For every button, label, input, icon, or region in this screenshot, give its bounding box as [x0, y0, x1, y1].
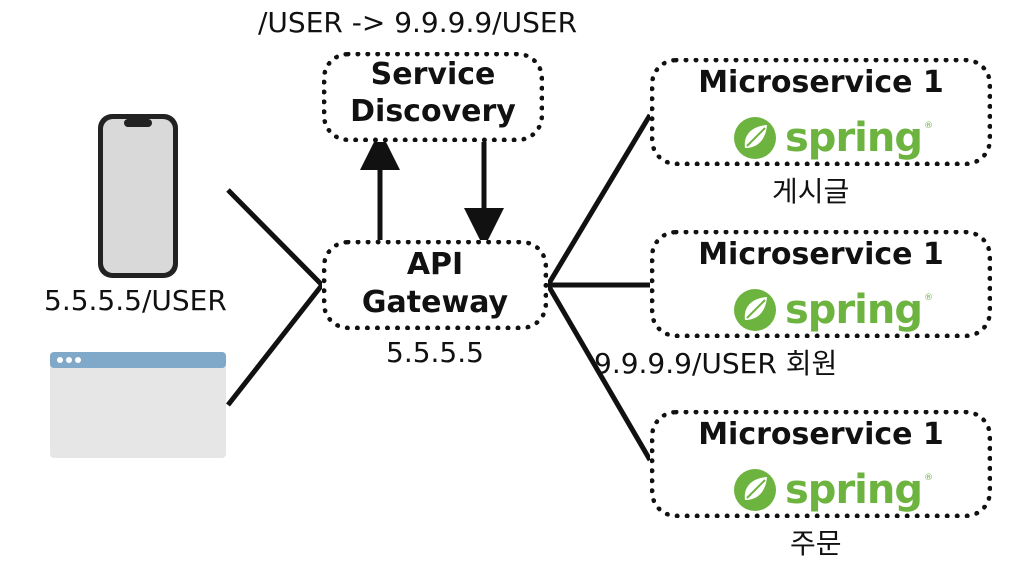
api-gateway-line2: Gateway — [361, 285, 509, 320]
spring-logo: spring® — [733, 115, 933, 161]
browser-to-gateway-line — [226, 283, 324, 407]
client-request-label: 5.5.5.5/USER — [44, 284, 227, 317]
spring-leaf-icon — [734, 289, 776, 331]
spring-logo: spring® — [733, 467, 933, 513]
service-discovery-line1: Service — [370, 57, 496, 92]
phone-to-gateway-line — [226, 188, 324, 287]
service-discovery-box: Service Discovery — [322, 52, 544, 142]
spring-wordmark: spring — [785, 115, 923, 161]
route-annotation: /USER -> 9.9.9.9/USER — [258, 6, 578, 39]
microservice-caption: 게시글 — [772, 175, 850, 208]
microservice-caption: 주문 — [790, 527, 842, 560]
microservice-box-2: Microservice 1 spring® — [650, 230, 992, 338]
microservice-title: Microservice 1 — [698, 237, 944, 272]
api-gateway-line1: API — [406, 247, 464, 282]
spring-logo: spring® — [733, 287, 933, 333]
api-gateway-box: API Gateway — [322, 240, 548, 330]
service-discovery-line2: Discovery — [350, 94, 516, 129]
microservice-box-1: Microservice 1 spring® — [650, 58, 992, 166]
microservice-title: Microservice 1 — [698, 417, 944, 452]
spring-leaf-icon — [734, 117, 776, 159]
microservice-caption: 9.9.9.9/USER 회원 — [594, 347, 838, 380]
gateway-to-ms1-line — [545, 113, 653, 287]
spring-wordmark: spring — [785, 467, 923, 513]
spring-leaf-icon — [734, 469, 776, 511]
microservice-box-3: Microservice 1 spring® — [650, 410, 992, 518]
spring-wordmark: spring — [785, 287, 923, 333]
smartphone-icon — [96, 112, 180, 280]
microservice-title: Microservice 1 — [698, 65, 944, 100]
gateway-to-ms3-line — [545, 283, 653, 462]
browser-window-icon — [50, 352, 226, 458]
api-gateway-ip: 5.5.5.5 — [386, 336, 484, 369]
